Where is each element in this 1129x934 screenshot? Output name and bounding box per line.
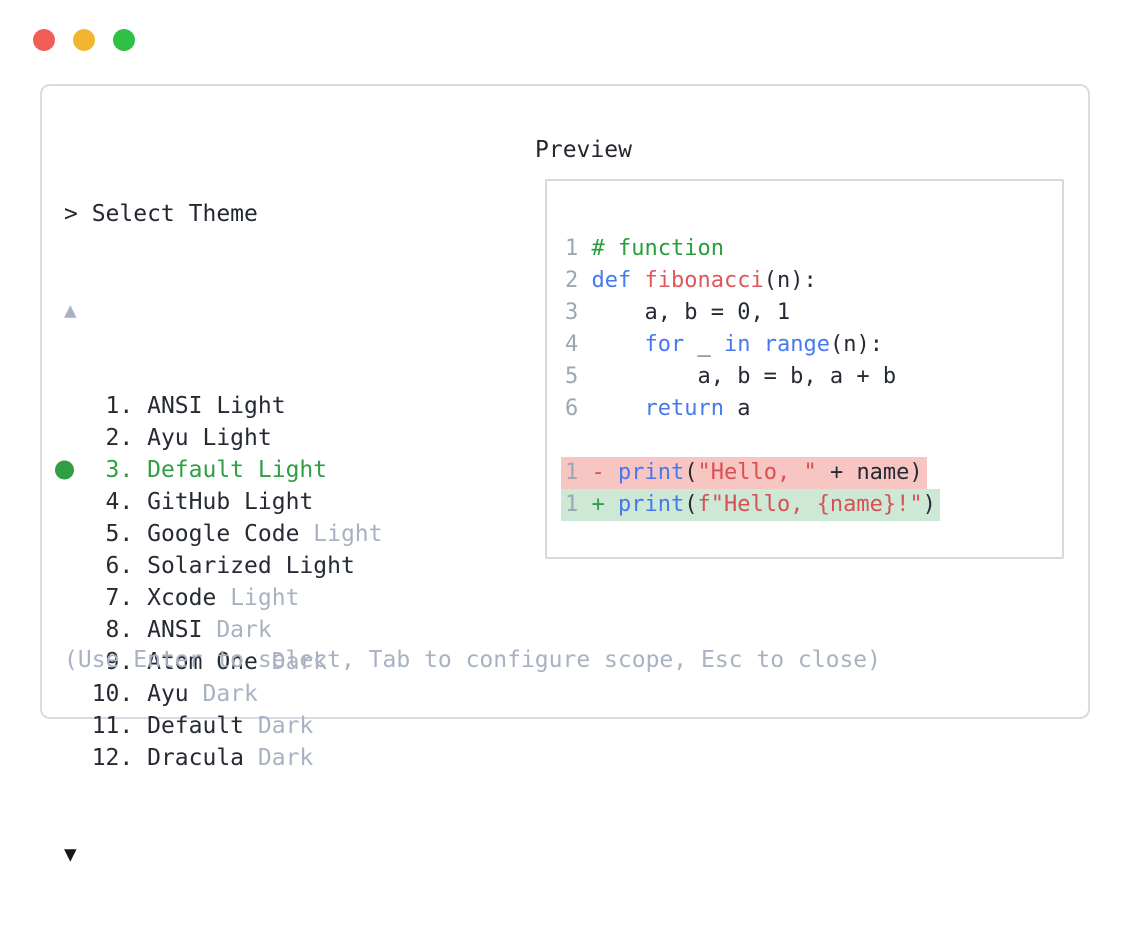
line-number: 1 bbox=[565, 236, 592, 261]
theme-item-variant: Light bbox=[216, 585, 300, 611]
code-line: 5 a, b = b, a + b bbox=[565, 364, 897, 389]
theme-list-column: > Select Theme ▲ 1. ANSI Light 2. Ayu Li… bbox=[55, 134, 383, 934]
close-button[interactable] bbox=[33, 29, 55, 51]
theme-item-number: 2. bbox=[64, 425, 148, 451]
theme-item-name: ANSI Light bbox=[147, 393, 286, 419]
theme-item-name: Default bbox=[147, 713, 245, 739]
theme-item-name: Dracula bbox=[147, 745, 245, 771]
theme-list-item[interactable]: 6. Solarized Light bbox=[64, 550, 383, 582]
window-traffic-lights bbox=[33, 29, 135, 51]
theme-item-variant: Light bbox=[299, 521, 383, 547]
theme-prompt: > Select Theme bbox=[64, 201, 258, 227]
theme-list-item[interactable]: 7. Xcode Light bbox=[64, 582, 383, 614]
code-line: 2 def fibonacci(n): bbox=[565, 268, 817, 293]
code-line: 3 a, b = 0, 1 bbox=[565, 300, 791, 325]
theme-item-name: Default Light bbox=[147, 457, 328, 483]
preview-title: Preview bbox=[535, 137, 632, 163]
code-line bbox=[565, 425, 1062, 457]
theme-item-number: 3. bbox=[64, 457, 148, 483]
theme-item-name: Solarized Light bbox=[147, 553, 355, 579]
theme-item-number: 9. bbox=[64, 649, 148, 675]
theme-item-name: ANSI bbox=[147, 617, 203, 643]
theme-list-item[interactable]: 10. Ayu Dark bbox=[64, 678, 383, 710]
theme-picker-panel: > Select Theme ▲ 1. ANSI Light 2. Ayu Li… bbox=[40, 84, 1090, 866]
line-number: 2 bbox=[565, 268, 592, 293]
theme-list-item[interactable]: 12. Dracula Dark bbox=[64, 742, 383, 774]
selected-indicator-dot bbox=[55, 460, 74, 480]
line-number: 3 bbox=[565, 300, 592, 325]
code-lines: 1 # function 2 def fibonacci(n): 3 a, b = … bbox=[547, 181, 1062, 521]
theme-item-number: 8. bbox=[64, 617, 148, 643]
code-line: 1 # function bbox=[565, 236, 724, 261]
theme-list-item[interactable]: 9. Atom One Dark bbox=[64, 646, 383, 678]
theme-item-number: 4. bbox=[64, 489, 148, 515]
theme-item-number: 6. bbox=[64, 553, 148, 579]
code-line: 4 for _ in range(n): bbox=[565, 332, 883, 357]
theme-item-variant: Dark bbox=[244, 745, 314, 771]
theme-list: 1. ANSI Light 2. Ayu Light 3. Default Li… bbox=[55, 390, 383, 774]
theme-list-item[interactable]: 8. ANSI Dark bbox=[64, 614, 383, 646]
theme-list-item[interactable]: 2. Ayu Light bbox=[64, 422, 383, 454]
theme-item-number: 5. bbox=[64, 521, 148, 547]
scroll-up-icon[interactable]: ▲ bbox=[64, 298, 77, 322]
line-number: 1 bbox=[565, 492, 592, 517]
theme-item-name: Ayu bbox=[147, 681, 189, 707]
theme-item-name: Atom One bbox=[147, 649, 258, 675]
theme-item-variant: Dark bbox=[188, 681, 258, 707]
theme-list-item[interactable]: 1. ANSI Light bbox=[64, 390, 383, 422]
line-number: 5 bbox=[565, 364, 592, 389]
zoom-button[interactable] bbox=[113, 29, 135, 51]
minimize-button[interactable] bbox=[73, 29, 95, 51]
code-preview-box: 1 # function 2 def fibonacci(n): 3 a, b = … bbox=[545, 179, 1064, 559]
theme-item-variant: Dark bbox=[257, 649, 328, 675]
theme-list-item[interactable]: 5. Google Code Light bbox=[64, 518, 383, 550]
theme-item-number: 10. bbox=[64, 681, 148, 707]
theme-item-name: Xcode bbox=[147, 585, 217, 611]
usage-hint: (Use Enter to select, Tab to configure s… bbox=[64, 647, 881, 673]
theme-item-name: Ayu Light bbox=[147, 425, 272, 451]
theme-item-number: 12. bbox=[64, 745, 148, 771]
line-number: 4 bbox=[565, 332, 592, 357]
theme-list-item[interactable]: 11. Default Dark bbox=[64, 710, 383, 742]
theme-item-number: 7. bbox=[64, 585, 148, 611]
theme-item-name: Google Code bbox=[147, 521, 300, 547]
theme-list-item[interactable]: 3. Default Light bbox=[55, 454, 383, 486]
theme-item-variant: Dark bbox=[244, 713, 314, 739]
theme-item-number: 1. bbox=[64, 393, 148, 419]
theme-item-name: GitHub Light bbox=[147, 489, 314, 515]
line-number: 1 bbox=[565, 460, 592, 485]
diff-added-line: 1 + print(f"Hello, {name}!") bbox=[561, 489, 1062, 521]
line-number: 6 bbox=[565, 396, 592, 421]
code-line: 6 return a bbox=[565, 396, 751, 421]
theme-list-item[interactable]: 4. GitHub Light bbox=[64, 486, 383, 518]
diff-removed-line: 1 - print("Hello, " + name) bbox=[561, 457, 1062, 489]
scroll-down-icon[interactable]: ▼ bbox=[64, 842, 77, 866]
theme-item-number: 11. bbox=[64, 713, 148, 739]
theme-item-variant: Dark bbox=[202, 617, 272, 643]
